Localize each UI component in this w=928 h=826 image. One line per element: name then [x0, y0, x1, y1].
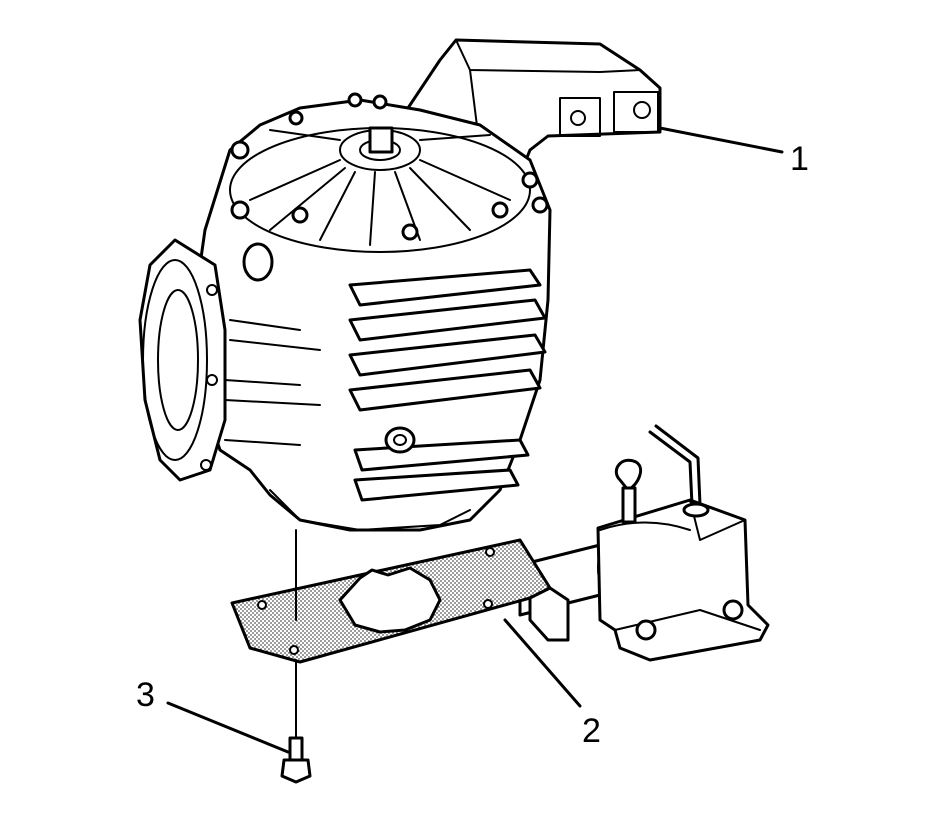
- callout-1: 1: [790, 140, 809, 178]
- retaining-bolt: [280, 529, 312, 784]
- holding-fixture: [230, 424, 770, 664]
- leader-line-1: [658, 126, 784, 154]
- leader-line-3: [166, 701, 290, 754]
- wing-bolt: [614, 458, 642, 492]
- leader-lines: [166, 126, 784, 754]
- output-flange: [138, 238, 227, 482]
- bench-clamp: [596, 424, 770, 662]
- differential-housing: [138, 38, 662, 532]
- drain-plug: [242, 242, 274, 282]
- right-cooling-fins: [348, 268, 547, 502]
- plate-center-opening: [338, 566, 442, 634]
- callout-2: 2: [582, 712, 601, 750]
- fill-plug: [384, 426, 416, 454]
- callout-3: 3: [136, 676, 155, 714]
- clamp-handle: [648, 430, 694, 507]
- top-cover: [229, 126, 531, 253]
- bottom-flange: [269, 489, 471, 531]
- cover-bolts: [230, 92, 549, 241]
- left-cooling-fins: [224, 319, 321, 446]
- leader-line-2: [503, 618, 582, 708]
